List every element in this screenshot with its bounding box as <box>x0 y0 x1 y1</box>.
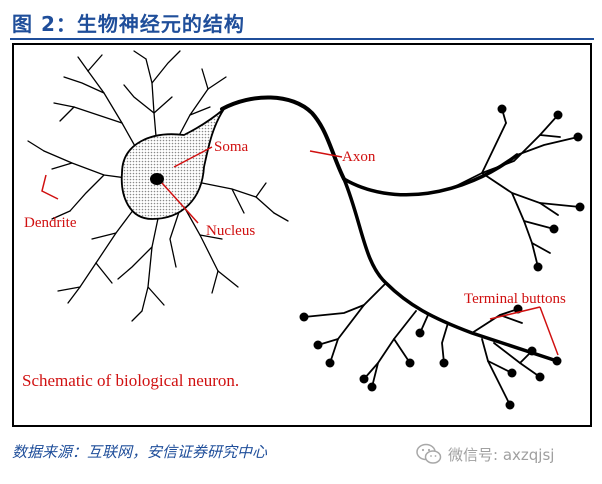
diagram-caption: Schematic of biological neuron. <box>22 371 239 390</box>
watermark: 微信号: axzqjsj <box>416 443 554 465</box>
title-rule <box>10 38 594 40</box>
dendrites <box>27 50 289 322</box>
axon <box>220 95 559 363</box>
nucleus <box>150 173 164 185</box>
dendrite-label: Dendrite <box>24 215 77 231</box>
source-note: 数据来源：互联网，安信证券研究中心 <box>12 443 268 461</box>
nucleus-label: Nucleus <box>206 223 255 239</box>
wechat-icon <box>416 443 442 464</box>
figure-title: 图 2：生物神经元的结构 <box>12 12 245 36</box>
neuron-diagram: Soma Axon Nucleus Dendrite Terminal butt… <box>22 50 585 410</box>
label-pointers <box>41 146 559 356</box>
soma-label: Soma <box>214 139 249 155</box>
terminal-buttons-label: Terminal buttons <box>464 291 566 307</box>
axon-label: Axon <box>342 149 376 165</box>
terminal-buttons <box>299 104 585 410</box>
soma-body <box>120 108 225 220</box>
watermark-text: 微信号: axzqjsj <box>448 445 555 464</box>
